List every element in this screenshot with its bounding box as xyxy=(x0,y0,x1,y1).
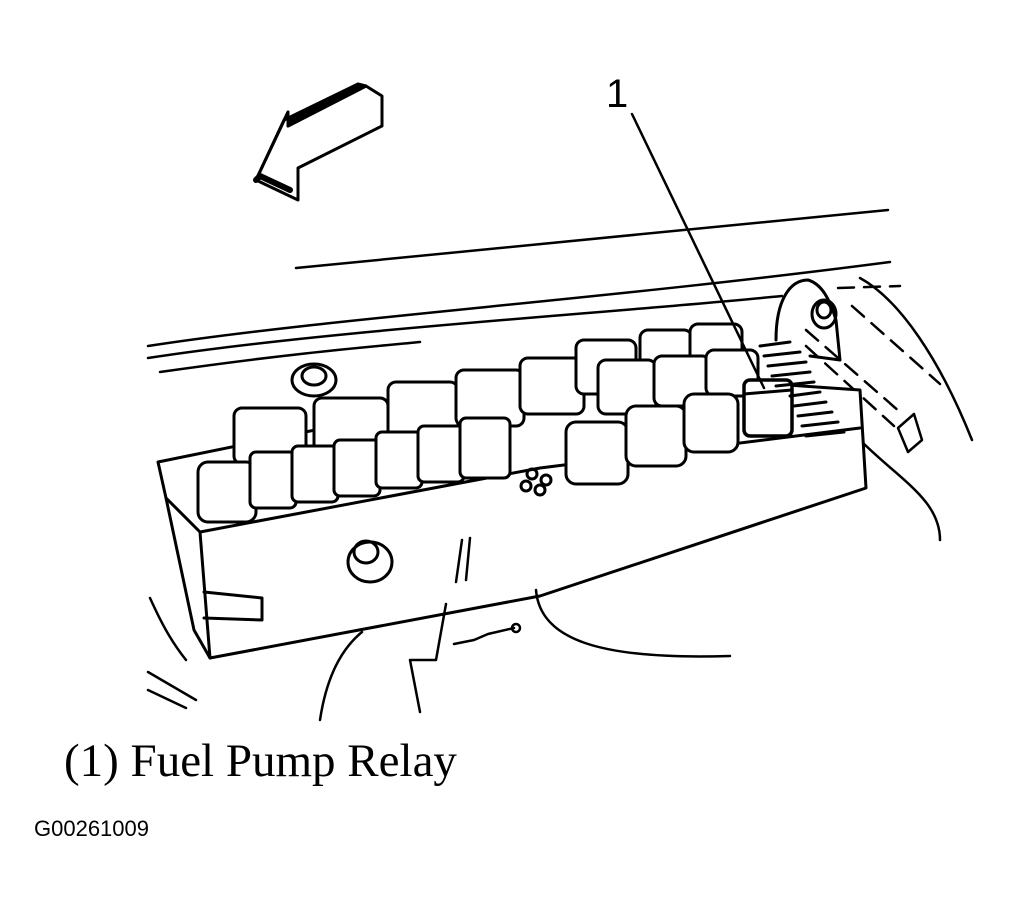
callout-number: 1 xyxy=(606,72,629,116)
figure-caption: (1) Fuel Pump Relay xyxy=(64,735,457,787)
wiring-harness xyxy=(146,536,732,722)
direction-arrow-icon xyxy=(253,82,384,202)
fuel-pump-relay xyxy=(742,378,794,438)
mounting-bracket xyxy=(774,278,842,362)
connector-strip xyxy=(758,340,846,438)
relay-row-front xyxy=(196,392,740,524)
callout-leader-line xyxy=(630,112,766,390)
body-panel-lines xyxy=(146,208,974,542)
figure-id: G00261009 xyxy=(34,816,149,841)
